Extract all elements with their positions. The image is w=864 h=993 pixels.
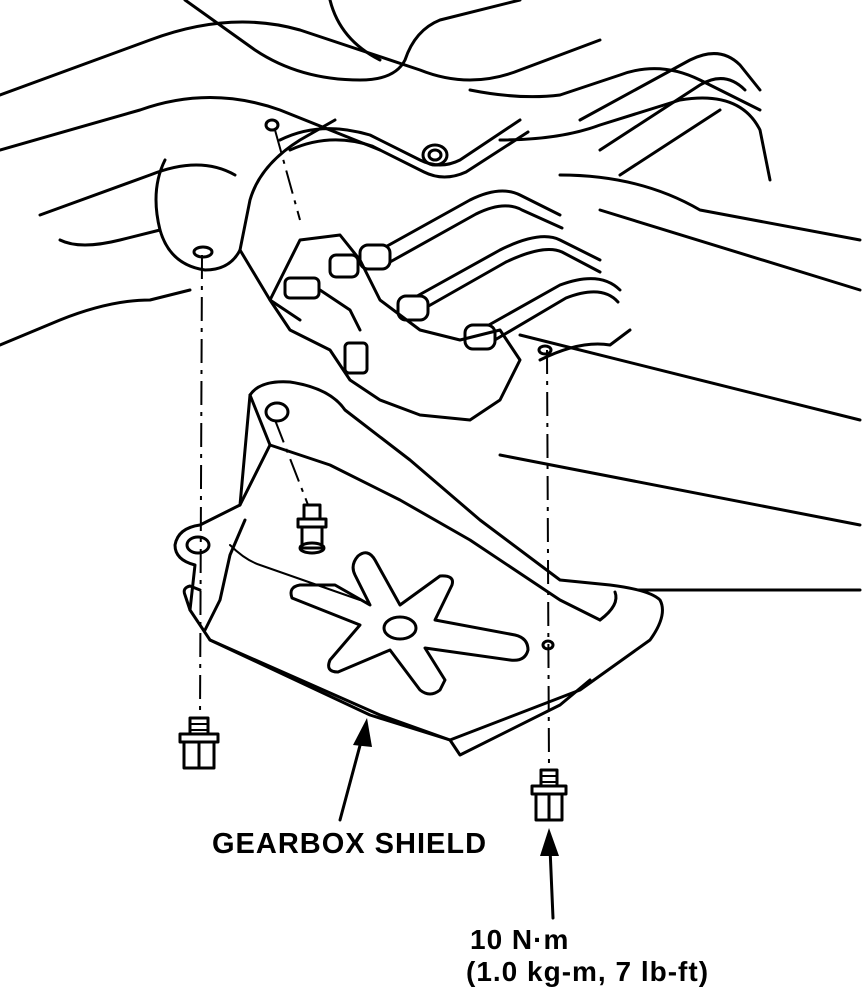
torque-spec-imperial: (1.0 kg-m, 7 lb-ft) bbox=[466, 956, 710, 987]
vehicle-underside bbox=[0, 0, 862, 592]
torque-leader-arrow bbox=[540, 828, 559, 920]
hydraulic-lines bbox=[268, 118, 632, 422]
shield-leader-arrow bbox=[338, 718, 372, 822]
torque-spec-metric: 10 N·m bbox=[470, 924, 570, 955]
bolt-left bbox=[178, 716, 220, 770]
alignment-lines bbox=[199, 129, 550, 771]
bolt-middle bbox=[296, 503, 328, 555]
gearbox-shield bbox=[173, 380, 664, 757]
bolt-right bbox=[530, 768, 568, 822]
gearbox-shield-label: GEARBOX SHIELD bbox=[212, 828, 488, 860]
